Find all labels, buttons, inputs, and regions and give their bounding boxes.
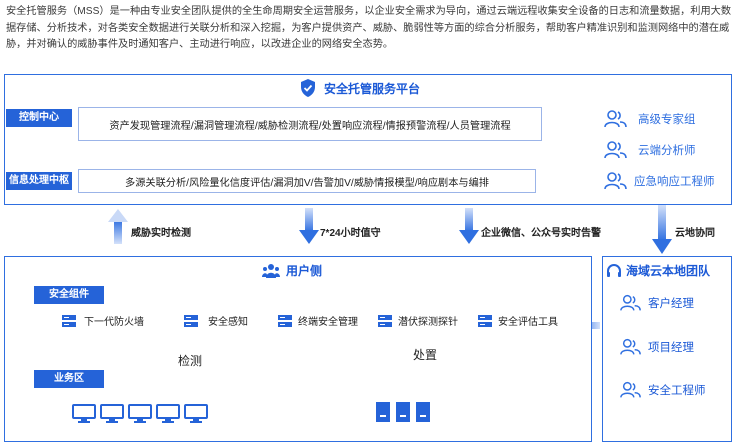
- server-block-icon: [376, 402, 390, 422]
- component-item: 安全评估工具: [478, 313, 558, 328]
- headset-icon: [606, 263, 622, 279]
- intro-paragraph: 安全托管服务（MSS）是一种由专业安全团队提供的全生命周期安全运营服务，以企业安…: [6, 6, 732, 50]
- users-icon: [262, 263, 280, 279]
- server-icon: [478, 314, 492, 327]
- alert-label: 企业微信、公众号实时告警: [481, 228, 601, 239]
- team-member: 客户经理: [620, 294, 694, 312]
- component-item: 潜伏探测探针: [378, 313, 458, 328]
- people-icon: [620, 381, 642, 399]
- server-block-icon: [416, 402, 430, 422]
- alert-arrow: [459, 208, 479, 244]
- people-icon: [604, 141, 628, 159]
- control-center-box: 资产发现管理流程/漏洞管理流程/威胁检测流程/处置响应流程/情报预警流程/人员管…: [78, 107, 542, 141]
- expert-name: 应急响应工程师: [634, 176, 715, 188]
- monitor-icon: [156, 404, 180, 424]
- dispose-servers: [376, 402, 430, 422]
- info-center-box: 多源关联分析/风险量化信度评估/漏洞加V/告警加V/威胁情报模型/响应剧本与编排: [78, 169, 536, 193]
- user-side-header: 用户侧: [262, 262, 322, 279]
- expert-item: 应急响应工程师: [604, 172, 715, 190]
- component-item: 终端安全管理: [278, 313, 358, 328]
- monitor-icon: [184, 404, 208, 424]
- cloud-collab-arrow: [652, 205, 672, 254]
- component-item: 安全感知: [184, 313, 248, 328]
- shield-icon: [300, 79, 316, 97]
- threat-detect-arrow: [108, 209, 128, 244]
- expert-item: 云端分析师: [604, 141, 696, 159]
- people-icon: [620, 338, 642, 356]
- component-item: 下一代防火墙: [62, 313, 144, 328]
- server-icon: [62, 314, 76, 327]
- platform-title: 安全托管服务平台: [324, 81, 421, 96]
- expert-name: 高级专家组: [638, 114, 696, 126]
- info-center-label: 信息处理中枢: [6, 172, 72, 190]
- server-icon: [378, 314, 392, 327]
- member-name: 安全工程师: [648, 385, 706, 397]
- user-side-title: 用户侧: [286, 264, 323, 278]
- component-name: 安全评估工具: [498, 317, 558, 328]
- monitor-icon: [100, 404, 124, 424]
- component-name: 下一代防火墙: [84, 317, 144, 328]
- team-member: 安全工程师: [620, 381, 706, 399]
- people-icon: [604, 172, 628, 190]
- component-name: 潜伏探测探针: [398, 317, 458, 328]
- member-name: 项目经理: [648, 342, 694, 354]
- expert-name: 云端分析师: [638, 145, 696, 157]
- component-name: 终端安全管理: [298, 317, 358, 328]
- duty-label: 7*24小时值守: [320, 228, 381, 239]
- team-member: 项目经理: [620, 338, 694, 356]
- server-icon: [278, 314, 292, 327]
- local-team-panel: [602, 256, 732, 442]
- local-team-title: 海域云本地团队: [626, 264, 711, 278]
- server-icon: [184, 314, 198, 327]
- duty-arrow: [299, 208, 319, 244]
- control-center-label: 控制中心: [6, 109, 72, 127]
- people-icon: [604, 110, 628, 128]
- dispose-label: 处置: [413, 348, 438, 362]
- platform-header: 安全托管服务平台: [300, 79, 420, 97]
- threat-detect-label: 威胁实时检测: [131, 228, 191, 239]
- security-components-label: 安全组件: [34, 286, 104, 304]
- expert-item: 高级专家组: [604, 110, 696, 128]
- monitor-icon: [128, 404, 152, 424]
- business-zone-monitors: [72, 404, 208, 424]
- detect-label: 检测: [178, 354, 203, 368]
- monitor-icon: [72, 404, 96, 424]
- local-team-header: 海域云本地团队: [606, 262, 710, 279]
- business-zone-label: 业务区: [34, 370, 104, 388]
- component-name: 安全感知: [208, 317, 248, 328]
- server-block-icon: [396, 402, 410, 422]
- member-name: 客户经理: [648, 298, 694, 310]
- cloud-collab-label: 云地协同: [675, 228, 715, 239]
- people-icon: [620, 294, 642, 312]
